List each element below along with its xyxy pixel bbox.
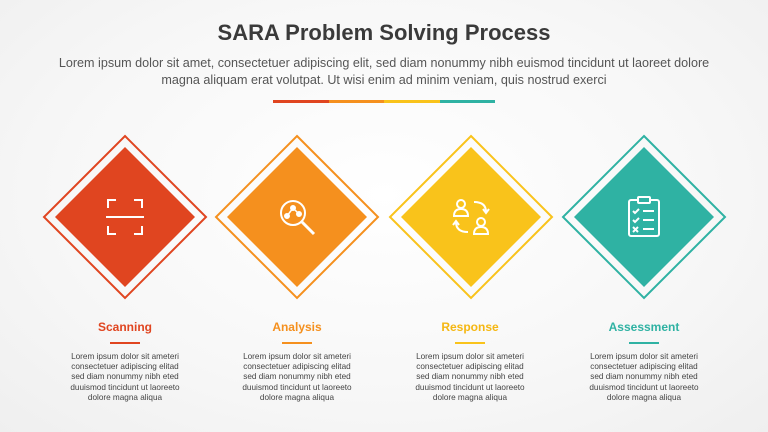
- people-exchange-icon: [446, 192, 496, 242]
- step-diamond-analysis: [214, 134, 380, 300]
- step-label-response: Response: [441, 320, 499, 334]
- scan-frame-icon: [100, 192, 150, 242]
- step-label-scanning: Scanning: [97, 320, 152, 334]
- step-underline-analysis: [282, 342, 312, 344]
- page-title: SARA Problem Solving Process: [217, 20, 551, 45]
- accent-line-yellow: [384, 100, 440, 103]
- step-label-assessment: Assessment: [608, 320, 680, 334]
- accent-line-orange: [329, 100, 384, 103]
- page-subtitle: Lorem ipsum dolor sit amet, consectetuer…: [58, 56, 710, 87]
- step-underline-assessment: [629, 342, 659, 344]
- clipboard-checklist-icon: [619, 192, 669, 242]
- step-underline-response: [455, 342, 485, 344]
- accent-line-teal: [440, 100, 495, 103]
- step-underline-scanning: [110, 342, 140, 344]
- step-label-analysis: Analysis: [272, 320, 322, 334]
- magnifier-analysis-icon: [272, 192, 322, 242]
- step-description-response: Lorem ipsum dolor sit ameteri consectetu…: [415, 352, 525, 402]
- step-description-scanning: Lorem ipsum dolor sit ameteri consectetu…: [70, 352, 180, 402]
- step-diamond-scanning: [42, 134, 208, 300]
- step-diamond-assessment: [561, 134, 727, 300]
- step-description-analysis: Lorem ipsum dolor sit ameteri consectetu…: [242, 352, 352, 402]
- accent-line-red: [273, 100, 329, 103]
- step-description-assessment: Lorem ipsum dolor sit ameteri consectetu…: [589, 352, 699, 402]
- step-diamond-response: [388, 134, 554, 300]
